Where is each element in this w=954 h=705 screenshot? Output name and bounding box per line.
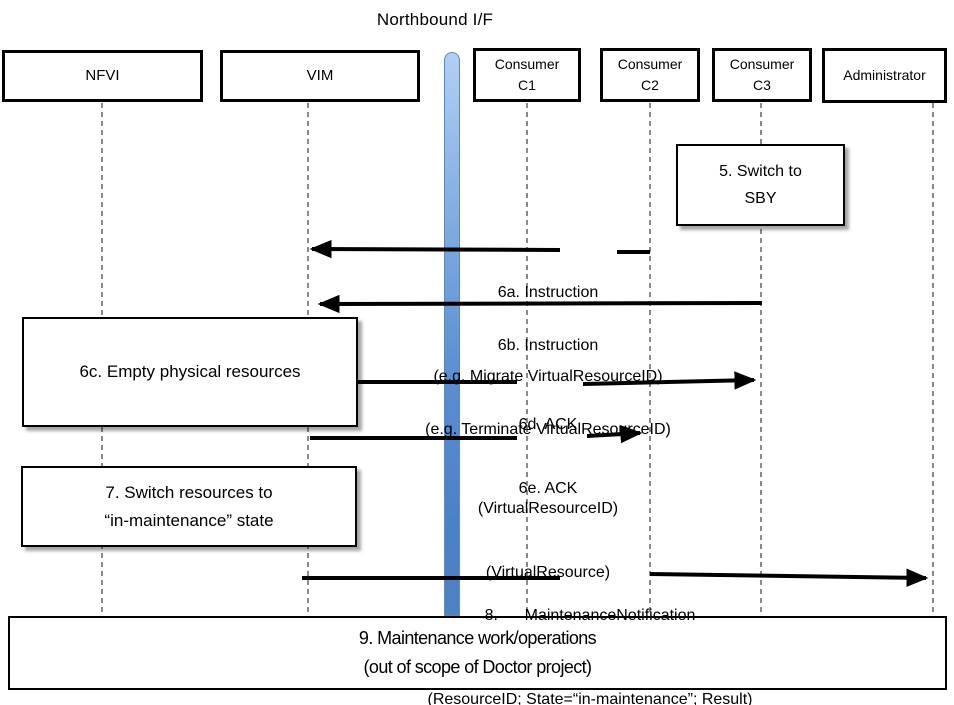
note-switch-to-sby-line1: 5. Switch to <box>719 163 802 180</box>
actor-label-consumer-c3-line1: Consumer <box>729 56 795 72</box>
note-switch-in-maintenance-line1: 7. Switch resources to <box>105 482 273 502</box>
message-6a-name: 6a. Instruction <box>497 284 599 301</box>
message-6a-instruction: 6a. Instruction (e.g. Migrate VirtualRes… <box>433 223 662 447</box>
note-switch-in-maintenance-line2: “in-maintenance” state <box>104 510 274 530</box>
actor-label-nfvi: NFVI <box>85 67 120 84</box>
actor-box-nfvi: NFVI <box>2 50 203 102</box>
message-6d-params: (VirtualResourceID) <box>477 500 619 517</box>
message-6d-ack: 6d. ACK (VirtualResourceID) <box>478 355 618 579</box>
message-8-name: 8. MaintenanceNotification <box>484 607 696 624</box>
actor-label-consumer-c1-line2: C1 <box>518 77 536 93</box>
note-empty-physical-resources-text: 6c. Empty physical resources <box>79 362 301 381</box>
actor-label-consumer-c2-line2: C2 <box>641 77 659 93</box>
note-empty-physical-resources: 6c. Empty physical resources <box>22 317 358 427</box>
message-6e-params: (VirtualResource) <box>485 564 611 581</box>
message-6e-name: 6e. ACK <box>518 480 578 497</box>
message-6e-ack: 6e. ACK (VirtualResource) <box>486 419 610 643</box>
actor-box-consumer-c3: Consumer C3 <box>712 48 812 102</box>
actor-label-consumer-c3-line2: C3 <box>753 77 771 93</box>
message-8-maintenance-notification: 8. MaintenanceNotification (ResourceID; … <box>427 546 752 705</box>
actor-label-consumer-c2-line1: Consumer <box>617 56 683 72</box>
message-6b-instruction: 6b. Instruction (e.g. Terminate VirtualR… <box>425 276 671 500</box>
note-switch-to-sby: 5. Switch to SBY <box>676 144 845 226</box>
actor-label-vim: VIM <box>306 67 334 84</box>
actor-label-administrator: Administrator <box>843 67 926 83</box>
note-switch-to-sby-line2: SBY <box>744 190 777 207</box>
message-8-params: (ResourceID; State=“in-maintenance”; Res… <box>427 691 753 705</box>
actor-box-consumer-c1: Consumer C1 <box>473 48 581 102</box>
note-switch-in-maintenance: 7. Switch resources to “in-maintenance” … <box>21 466 357 547</box>
message-6b-name: 6b. Instruction <box>497 337 599 354</box>
note-maintenance-work-line1: 9. Maintenance work/operations <box>358 628 597 648</box>
diagram-title: Northbound I/F <box>376 10 494 29</box>
actor-label-consumer-c1-line1: Consumer <box>494 56 560 72</box>
message-6a-params: (e.g. Migrate VirtualResourceID) <box>433 368 663 385</box>
actor-box-administrator: Administrator <box>822 48 947 103</box>
message-6b-params: (e.g. Terminate VirtualResourceID) <box>425 421 671 438</box>
note-maintenance-work: 9. Maintenance work/operations (out of s… <box>8 616 947 690</box>
message-6d-name: 6d. ACK <box>518 416 578 433</box>
actor-box-consumer-c2: Consumer C2 <box>600 48 700 102</box>
note-maintenance-work-line2: (out of scope of Doctor project) <box>363 657 593 677</box>
northbound-interface-bar <box>444 52 460 616</box>
actor-box-vim: VIM <box>220 50 420 102</box>
